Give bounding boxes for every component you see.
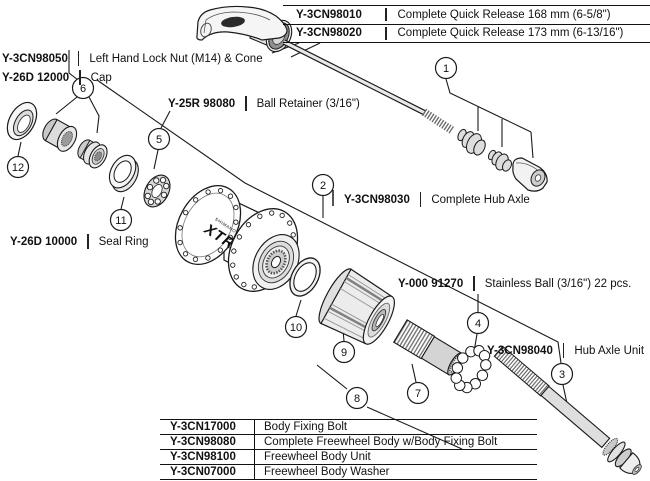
callout-12: 12 [6,155,30,179]
table-row: Y-3CN98100 Freewheel Body Unit [160,448,537,464]
callout-circles: 1 2 3 4 5 6 7 8 9 10 11 12 [6,56,574,410]
part-number: Y-26D 12000 [2,71,70,84]
hub-drive-side-rings [252,234,300,290]
part-number: Y-3CN07000 [160,464,255,479]
qr-label-block: Y-3CN98010 Complete Quick Release 168 mm… [283,5,650,43]
part-number: Y-000 91270 [398,277,464,290]
separator-bar [385,26,387,40]
hub-left-flange [174,185,242,265]
callout-10: 10 [284,315,308,339]
separator-bar [419,192,422,207]
table-row: Y-3CN17000 Body Fixing Bolt [160,419,537,434]
qr-row-173: Y-3CN98020 Complete Quick Release 173 mm… [283,25,650,43]
svg-text:12: 12 [12,162,24,174]
svg-text:4: 4 [475,318,481,330]
part-number: Y-3CN98010 [296,8,362,21]
lock-nut-part [42,118,78,152]
part-description: Freewheel Body Unit [264,450,371,463]
part-number: Y-3CN98080 [160,434,255,449]
callout-4: 4 [466,311,490,335]
table-row: Y-3CN98080 Complete Freewheel Body w/Bod… [160,433,537,449]
part-number: Y-3CN98100 [160,449,255,464]
part-number: Y-3CN98040 [487,344,553,357]
part-number: Y-3CN98050 [2,52,68,65]
cone-part [77,139,108,169]
table-row: Y-3CN07000 Freewheel Body Washer [160,463,537,480]
part-description: Complete Freewheel Body w/Body Fixing Bo… [264,435,498,448]
part-description: Hub Axle Unit [574,344,645,357]
qr-row-168: Y-3CN98010 Complete Quick Release 168 mm… [283,6,650,25]
svg-text:1: 1 [443,63,449,75]
part-description: Complete Quick Release 173 mm (6-13/16") [397,27,624,40]
leader-lines [17,42,569,450]
part-description: Ball Retainer (3/16") [256,97,360,110]
cap-part [6,101,38,141]
part-description: Freewheel Body Washer [264,465,390,478]
callout-2: 2 [311,173,335,197]
part-description: Seal Ring [98,235,149,248]
callout-1: 1 [434,56,458,80]
separator-bar [245,96,247,111]
part-description: Complete Hub Axle [431,193,530,206]
label-complete-hub-axle: Y-3CN98030 Complete Hub Axle [344,192,530,207]
parts-table: Y-3CN17000 Body Fixing Bolt Y-3CN98080 C… [160,419,537,480]
qr-skewer [282,39,456,135]
hub-body: SHIMANO XTR [174,185,300,292]
qr-lever [196,5,288,41]
separator-bar [79,70,81,85]
part-number: Y-26D 10000 [10,235,78,248]
stainless-balls-part [450,345,492,394]
label-ball-retainer: Y-25R 98080 Ball Retainer (3/16") [168,96,360,111]
svg-text:3: 3 [559,369,565,381]
qr-spring-small [487,149,512,172]
part-number: Y-3CN98020 [296,27,362,40]
svg-text:9: 9 [341,347,347,359]
callout-9: 9 [332,340,356,364]
svg-text:2: 2 [320,180,326,192]
qr-end-nut [512,157,548,192]
label-seal-ring: Y-26D 10000 Seal Ring [10,234,149,249]
svg-text:7: 7 [415,388,421,400]
svg-text:5: 5 [156,134,162,146]
part-number: Y-3CN17000 [160,420,255,434]
callout-5: 5 [147,127,171,151]
callout-6: 6 [71,76,95,100]
label-cap: Y-26D 12000 Cap [2,70,112,85]
freewheel-washer-part [289,257,321,297]
part-description: Body Fixing Bolt [264,420,348,433]
seal-ring-part [108,154,139,193]
label-lock-nut-cone: Y-3CN98050 Left Hand Lock Nut (M14) & Co… [2,51,263,66]
qr-spring-large [457,128,486,156]
separator-bar [77,51,80,66]
separator-bar [473,276,475,291]
freewheel-body-part [318,268,395,345]
callout-7: 7 [406,381,430,405]
svg-text:11: 11 [115,215,126,227]
callout-8: 8 [345,386,369,410]
svg-text:8: 8 [354,393,360,405]
hub-axle-part [493,345,642,475]
part-description: Stainless Ball (3/16") 22 pcs. [484,277,632,290]
label-stainless-ball: Y-000 91270 Stainless Ball (3/16") 22 pc… [398,276,631,291]
lever-badge-icon [221,16,245,28]
part-number: Y-3CN98030 [344,193,410,206]
part-description: Cap [90,71,112,84]
separator-bar [87,234,89,249]
part-number: Y-25R 98080 [168,97,236,110]
svg-text:6: 6 [80,83,86,95]
separator-bar [385,8,387,22]
label-hub-axle-unit: Y-3CN98040 Hub Axle Unit [487,343,644,358]
part-description: Complete Quick Release 168 mm (6-5/8") [397,8,611,21]
callout-11: 11 [109,208,133,232]
separator-bar [562,343,565,358]
part-description: Left Hand Lock Nut (M14) & Cone [89,52,263,65]
ball-retainer-part [143,174,171,208]
svg-text:10: 10 [290,322,302,334]
callout-3: 3 [550,362,574,386]
